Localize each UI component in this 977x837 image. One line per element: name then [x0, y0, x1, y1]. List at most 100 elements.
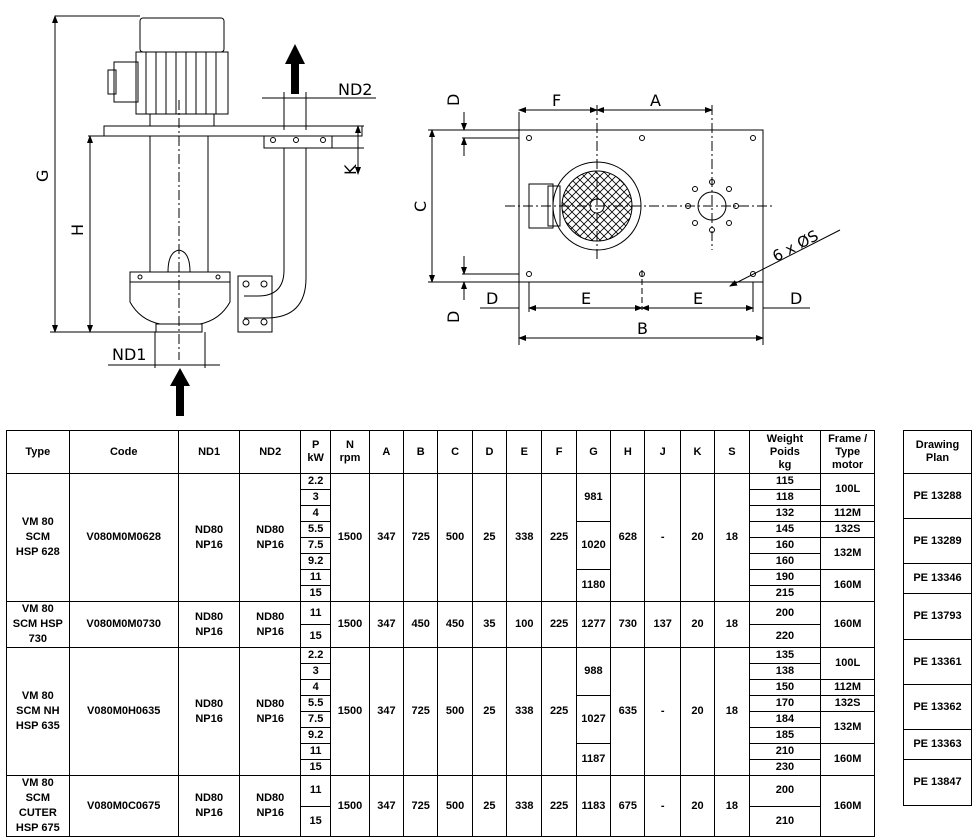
cell-power: 11 — [300, 601, 332, 625]
cell-a: 347 — [368, 601, 405, 648]
cell-d: 25 — [471, 775, 508, 837]
plan-view — [428, 105, 841, 345]
cell-power: 11 — [300, 775, 332, 807]
cell-c: 500 — [437, 647, 473, 776]
cell-weight: 210 — [748, 805, 822, 837]
header-cell: S — [714, 430, 750, 474]
cell-nd1: ND80 NP16 — [177, 647, 241, 776]
cell-k: 20 — [679, 473, 716, 602]
label-nd2: ND2 — [338, 80, 372, 99]
plan-row: PE 13288 — [903, 473, 972, 519]
cell-code: V080M0M0730 — [68, 601, 179, 648]
cell-drawing-plan: PE 13793 — [903, 593, 972, 640]
cell-frame: 112M — [820, 679, 875, 696]
cell-g: 1180 — [575, 569, 612, 602]
cell-e: 338 — [506, 473, 543, 602]
label-f: F — [552, 91, 561, 110]
cell-nd1: ND80 NP16 — [177, 601, 241, 648]
header-cell: F — [541, 430, 577, 474]
label-g: G — [33, 170, 52, 182]
header-cell: H — [610, 430, 646, 474]
cell-power: 11 — [300, 743, 332, 760]
cell-c: 500 — [437, 775, 473, 837]
header-cell: N rpm — [330, 430, 370, 474]
cell-k: 20 — [679, 647, 716, 776]
cell-f: 225 — [541, 775, 577, 837]
cell-b: 450 — [403, 601, 439, 648]
cell-weight: 220 — [748, 624, 822, 648]
table-row: 15 210 — [7, 805, 875, 837]
header-cell: G — [575, 430, 612, 474]
plan-row: PE 13289 — [903, 518, 972, 564]
cell-power: 15 — [300, 805, 332, 837]
plan-row: PE 13847 — [903, 759, 972, 806]
motor — [107, 17, 229, 127]
cell-drawing-plan: PE 13289 — [903, 518, 972, 564]
cell-weight: 132 — [748, 505, 822, 522]
label-nd1: ND1 — [112, 345, 146, 364]
cell-e: 100 — [506, 601, 543, 648]
cell-power: 2.2 — [300, 473, 332, 490]
cell-frame: 100L — [820, 647, 875, 680]
cell-power: 9.2 — [300, 553, 332, 570]
cell-h: 675 — [610, 775, 646, 837]
cell-nd2: ND80 NP16 — [239, 775, 302, 837]
cell-b: 725 — [403, 473, 439, 602]
cell-frame: 132S — [820, 521, 875, 538]
cell-weight: 200 — [748, 775, 822, 807]
cell-g: 1183 — [575, 775, 612, 837]
cell-g: 988 — [575, 647, 612, 696]
cell-weight: 230 — [748, 759, 822, 776]
cell-frame: 160M — [820, 743, 875, 776]
cell-frame: 100L — [820, 473, 875, 506]
cell-weight: 145 — [748, 521, 822, 538]
label-d-bottom: D — [444, 311, 463, 323]
label-holes: 6 x ØS — [769, 226, 821, 265]
cell-a: 347 — [368, 473, 405, 602]
cell-g: 1277 — [575, 601, 612, 648]
cell-s: 18 — [714, 647, 750, 776]
cell-h: 730 — [610, 601, 646, 648]
cell-nd2: ND80 NP16 — [239, 473, 302, 602]
header-cell: E — [506, 430, 543, 474]
cell-g: 1027 — [575, 695, 612, 744]
header-cell: ND1 — [177, 430, 241, 474]
plan-row: PE 13362 — [903, 684, 972, 730]
cell-k: 20 — [679, 775, 716, 837]
cell-b: 725 — [403, 647, 439, 776]
cell-code: V080M0H0635 — [68, 647, 179, 776]
cell-e: 338 — [506, 647, 543, 776]
cell-weight: 215 — [748, 585, 822, 602]
cell-n: 1500 — [330, 601, 370, 648]
plan-row: PE 13793 — [903, 593, 972, 640]
cell-code: V080M0M0628 — [68, 473, 179, 602]
pump-casing — [129, 249, 231, 333]
cell-power: 11 — [300, 569, 332, 586]
cell-weight: 185 — [748, 727, 822, 744]
label-e-left: E — [581, 289, 591, 308]
discharge-pipe — [237, 135, 333, 333]
cell-drawing-plan: PE 13346 — [903, 563, 972, 594]
cell-weight: 160 — [748, 537, 822, 554]
header-cell: D — [471, 430, 508, 474]
header-cell: Type — [6, 430, 70, 474]
cell-type: VM 80 SCM HSP 730 — [6, 601, 70, 648]
cell-d: 35 — [471, 601, 508, 648]
cell-frame: 160M — [820, 569, 875, 602]
cell-f: 225 — [541, 473, 577, 602]
cell-n: 1500 — [330, 775, 370, 837]
cell-j: - — [644, 473, 681, 602]
cell-s: 18 — [714, 775, 750, 837]
header-cell: A — [368, 430, 405, 474]
header-cell: B — [403, 430, 439, 474]
cell-nd2: ND80 NP16 — [239, 601, 302, 648]
cell-g: 981 — [575, 473, 612, 522]
cell-frame: 160M — [820, 601, 875, 648]
cell-power: 3 — [300, 663, 332, 680]
cell-h: 628 — [610, 473, 646, 602]
cell-f: 225 — [541, 601, 577, 648]
